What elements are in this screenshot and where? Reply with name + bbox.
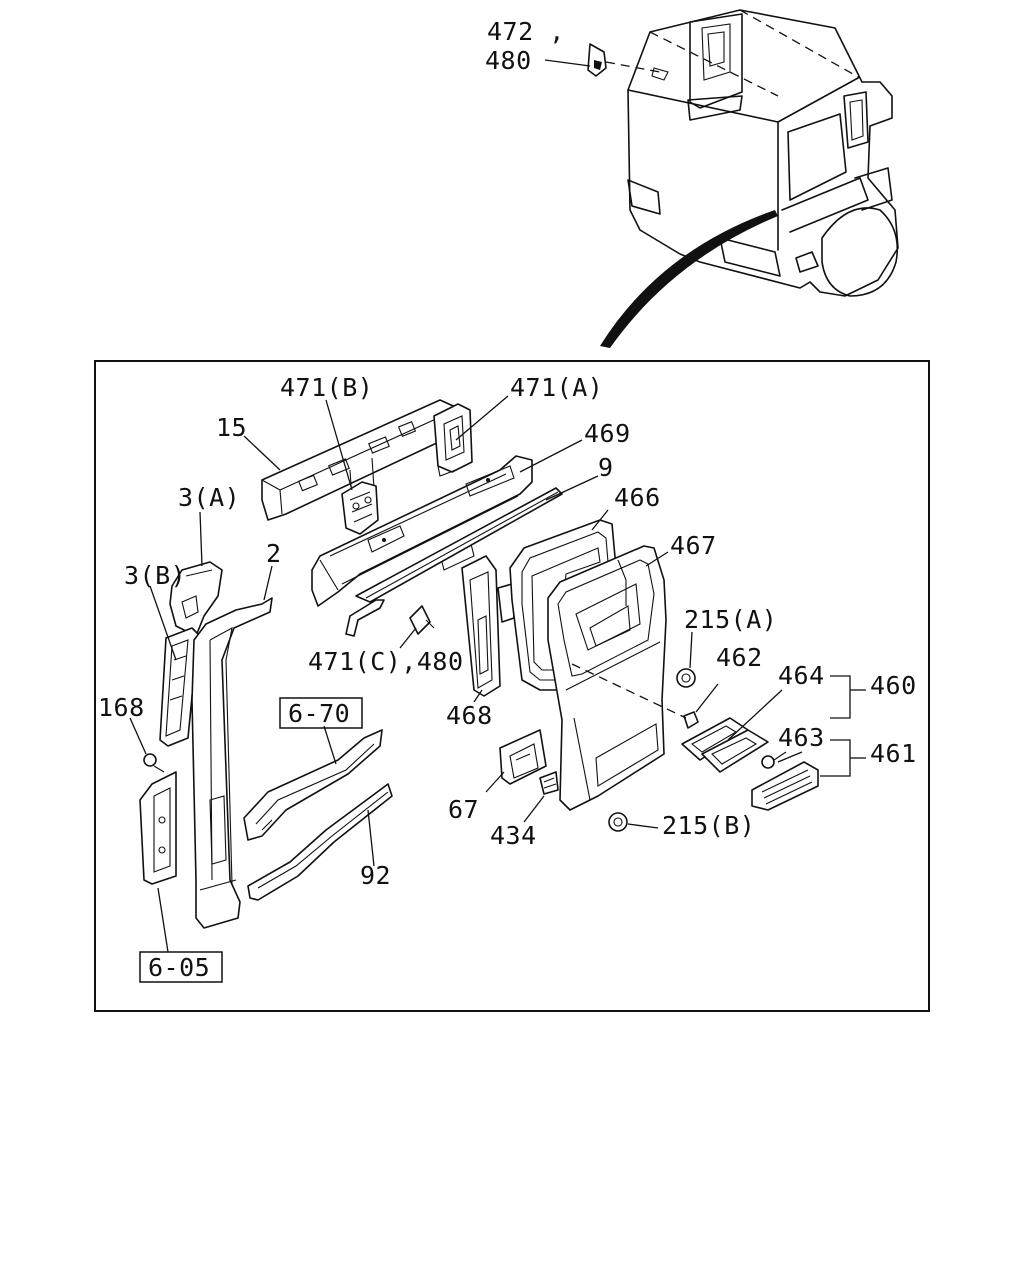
part-168-bolt — [143, 753, 165, 773]
label-2: 2 — [266, 539, 282, 568]
label-3b: 3(B) — [124, 561, 186, 590]
truck-cab-overview — [544, 9, 899, 348]
part-469-header-panel — [311, 455, 533, 607]
label-466: 466 — [614, 483, 661, 512]
label-434: 434 — [490, 821, 537, 850]
fasteners — [571, 663, 699, 832]
part-467-door — [547, 545, 667, 811]
label-215a: 215(A) — [684, 605, 777, 634]
detail-frame — [94, 360, 930, 1012]
part-3a-pillar-top — [169, 561, 223, 637]
leader-lines — [129, 395, 866, 953]
part-215a-nut — [676, 668, 696, 688]
label-464: 464 — [778, 661, 825, 690]
part-434-clip — [539, 771, 559, 795]
label-463: 463 — [778, 723, 825, 752]
part-462-clip — [683, 711, 699, 729]
part-215b-nut — [608, 812, 628, 832]
part-464-lamp-gasket — [681, 717, 769, 773]
label-461: 461 — [870, 739, 917, 768]
part-6-05-section — [139, 771, 177, 885]
ref-box-6-05 — [139, 951, 223, 983]
label-67: 67 — [448, 795, 479, 824]
label-15: 15 — [216, 413, 247, 442]
part-471b-bracket — [341, 481, 379, 535]
part-2-pillar — [191, 597, 273, 929]
part-6-70-section — [243, 729, 383, 841]
label-471a: 471(A) — [510, 373, 603, 402]
label-471c-480: 471(C),480 — [308, 647, 464, 676]
part-471a-bracket — [433, 403, 473, 477]
label-6-05: 6-05 — [148, 953, 210, 982]
label-462: 462 — [716, 643, 763, 672]
part-468-pillar — [461, 555, 515, 697]
part-471c-strip — [345, 599, 435, 637]
part-3b-pillar-lower — [159, 627, 199, 747]
label-472: 472 , — [487, 17, 565, 46]
label-468: 468 — [446, 701, 493, 730]
label-6-70: 6-70 — [288, 699, 350, 728]
ref-box-6-70 — [279, 697, 363, 729]
part-92-sill — [247, 783, 393, 901]
label-215b: 215(B) — [662, 811, 755, 840]
part-463-lamp-lens — [751, 751, 819, 811]
label-460: 460 — [870, 671, 917, 700]
label-469: 469 — [584, 419, 631, 448]
label-168: 168 — [98, 693, 145, 722]
label-92: 92 — [360, 861, 391, 890]
part-9-rail — [355, 487, 563, 603]
label-471b: 471(B) — [280, 373, 373, 402]
label-9: 9 — [598, 453, 614, 482]
label-467: 467 — [670, 531, 717, 560]
label-480: 480 — [485, 46, 532, 75]
part-67-bracket — [499, 729, 547, 785]
label-3a: 3(A) — [178, 483, 240, 512]
